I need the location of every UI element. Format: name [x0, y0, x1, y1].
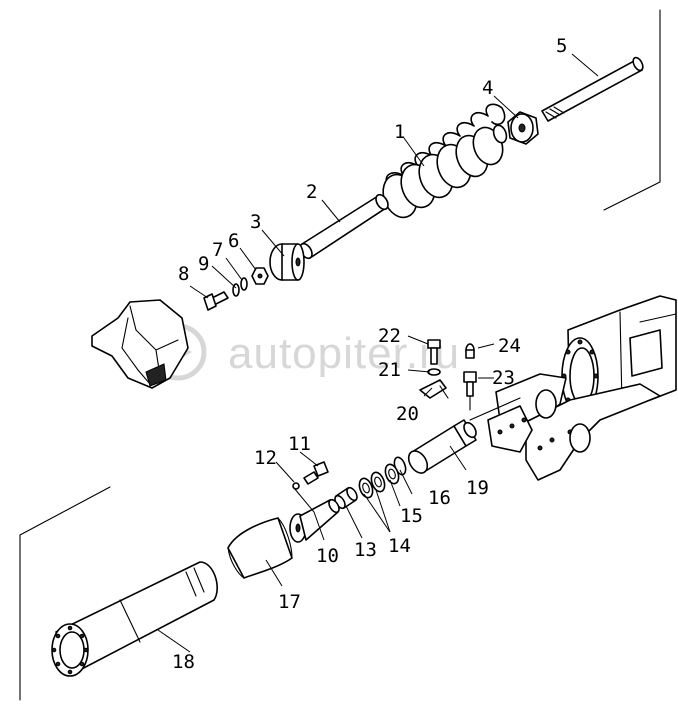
part-11-screw [303, 461, 329, 485]
label-1: 1 [394, 121, 405, 143]
label-15: 15 [400, 505, 423, 527]
label-8: 8 [178, 263, 189, 285]
part-5-rod [541, 56, 644, 122]
part-13-bushing [334, 486, 358, 510]
frame-rivets [497, 417, 573, 451]
leader-lines [157, 53, 599, 653]
part-18-tube [51, 561, 218, 677]
frame-lines [19, 9, 661, 701]
part-12-ball [292, 482, 300, 490]
watermark-text: autopiter.ru [228, 329, 460, 378]
part-8-bolt [203, 291, 229, 311]
label-5: 5 [556, 35, 567, 57]
label-22: 22 [378, 325, 401, 347]
label-12: 12 [254, 447, 277, 469]
label-7: 7 [212, 239, 223, 261]
part-6-nut [251, 267, 269, 285]
part-24-plug [465, 343, 475, 359]
label-6: 6 [228, 230, 239, 252]
part-2-pipe [299, 193, 389, 260]
label-14: 14 [388, 535, 411, 557]
label-19: 19 [466, 477, 489, 499]
label-13: 13 [354, 539, 377, 561]
label-11: 11 [288, 433, 311, 455]
label-9: 9 [198, 253, 209, 275]
part-15-ring [384, 463, 400, 485]
label-21: 21 [378, 359, 401, 381]
label-17: 17 [278, 591, 301, 613]
label-3: 3 [250, 211, 261, 233]
part-number-labels: 1 2 3 4 5 6 7 8 9 10 11 12 13 14 15 16 1… [172, 35, 567, 673]
part-4-nut [507, 111, 539, 145]
label-4: 4 [482, 77, 493, 99]
part-23-valve [463, 371, 477, 411]
label-24: 24 [498, 335, 521, 357]
label-23: 23 [492, 367, 515, 389]
part-7-washer [240, 277, 248, 291]
label-2: 2 [306, 181, 317, 203]
tube-flange-bolts [51, 625, 89, 675]
part-14-ring [358, 471, 386, 499]
part-10-piston [289, 498, 340, 543]
left-bracket [91, 299, 189, 389]
label-18: 18 [172, 651, 195, 673]
part-17-sleeve [227, 517, 293, 579]
label-10: 10 [316, 545, 339, 567]
part-3-plate [269, 243, 305, 281]
label-20: 20 [396, 403, 419, 425]
part-1-spring [382, 103, 508, 219]
track-frame-body [469, 295, 677, 481]
part-19-cylinder [407, 419, 477, 474]
label-16: 16 [428, 487, 451, 509]
